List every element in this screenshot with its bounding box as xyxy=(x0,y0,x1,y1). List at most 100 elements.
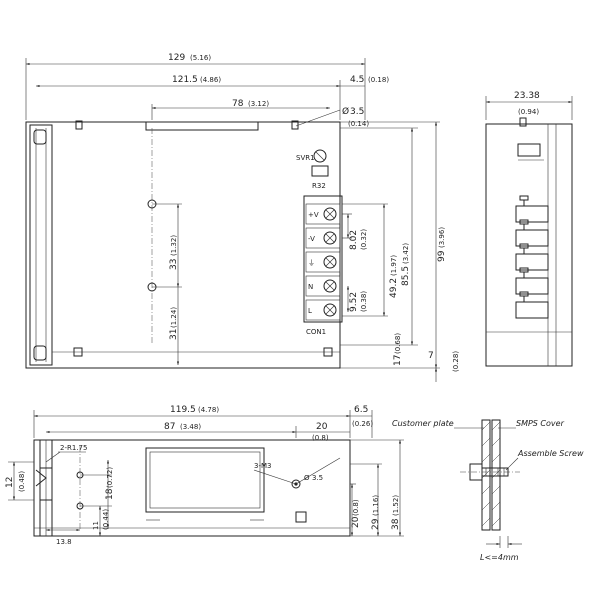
dim-vert-18-in: (0.72) xyxy=(106,467,114,488)
side-terminal-2 xyxy=(515,219,549,247)
dim-terminal-pitch: 8.02 xyxy=(349,230,359,250)
dim-bottom-hole-offset: 20 xyxy=(316,422,328,432)
dim-base-offset: 7 xyxy=(428,351,434,361)
dim-side-height: 12 xyxy=(5,477,15,488)
dim-base-offset-in: (0.28) xyxy=(452,351,460,372)
terminal-4: N xyxy=(305,275,341,297)
tab-left xyxy=(75,120,83,130)
dim-edge-offset: 4.5 xyxy=(350,75,364,85)
top-slot xyxy=(145,121,259,131)
terminal-label: L xyxy=(308,307,312,315)
terminal-label: N xyxy=(308,283,313,291)
top-view-outline xyxy=(25,121,341,369)
terminal-block xyxy=(303,195,343,323)
side-view-outline xyxy=(485,123,573,367)
dim-vert-20: 20 xyxy=(351,516,361,528)
bottom-view: 119.5 (4.78) 6.5 (0.26) 87 (3.48) 20 (0.… xyxy=(5,405,404,546)
terminal-label: +V xyxy=(308,211,319,219)
smps-cover-shape xyxy=(491,419,501,531)
callout-thread: 3-M3 xyxy=(254,462,271,470)
pot-ref: R32 xyxy=(312,182,326,190)
dim-bottom-edge-in: (0.26) xyxy=(352,420,373,428)
dim-horiz-13-8: 13.8 xyxy=(56,538,72,546)
label-assemble-screw: Assemble Screw xyxy=(517,449,584,458)
dim-vert-11: 11 xyxy=(92,521,100,530)
side-view: 23.38 (0.94) xyxy=(485,91,573,367)
terminal-2: -V xyxy=(305,227,341,249)
dim-bottom-edge: 6.5 xyxy=(354,405,368,415)
dim-vert-hole-span-in: (1.32) xyxy=(170,235,178,256)
dim-bottom-length: 119.5 xyxy=(170,405,196,415)
dim-vert-20-in: (0.8) xyxy=(352,499,360,516)
dim-bottom-length-in: (4.78) xyxy=(198,406,219,414)
dim-overall-length-in: (5.16) xyxy=(190,54,211,62)
terminal-screw-icon xyxy=(323,303,337,317)
dim-terminal-pitch-in: (0.32) xyxy=(360,229,368,250)
assembly-detail: Customer plate SMPS Cover Assemble Screw… xyxy=(392,419,584,562)
terminal-screw-icon xyxy=(323,231,337,245)
flange-slot-bottom xyxy=(33,345,47,361)
dim-overall-length: 129 xyxy=(168,53,185,63)
label-screw-length: L<=4mm xyxy=(480,553,519,562)
bottom-hole-prefix: Ø xyxy=(304,474,310,482)
callout-slot: 2-R1.75 xyxy=(60,444,87,452)
dim-vert-18: 18 xyxy=(105,488,115,500)
terminal-3: ⏚ xyxy=(305,251,341,273)
dim-terminal-span: 49.2 xyxy=(389,278,399,298)
terminal-label: ⏚ xyxy=(308,259,315,267)
svr-potentiometer xyxy=(313,149,327,163)
pot-label: SVR1 xyxy=(296,154,315,162)
bottom-cutout xyxy=(145,447,265,513)
dim-hole-prefix: Ø xyxy=(342,106,349,117)
dim-bottom-hole-span: 87 xyxy=(164,422,175,432)
terminal-5: L xyxy=(305,299,341,321)
bottom-hole-c xyxy=(291,479,301,489)
dim-side-width-in: (0.94) xyxy=(518,108,539,116)
bottom-boss xyxy=(295,511,307,523)
side-pot xyxy=(517,143,541,157)
top-view: SVR1 R32 +V-V⏚NL CON1 129 (5.16) 121.5 (… xyxy=(25,53,460,382)
side-terminal-3 xyxy=(515,243,549,271)
side-terminal-list xyxy=(515,195,549,319)
left-flange xyxy=(29,124,53,366)
flange-slot-top xyxy=(33,129,47,145)
dim-hole-dia-in: (0.14) xyxy=(348,120,369,128)
dim-bottom-offset: 17 xyxy=(393,355,403,366)
dim-vert-38: 38 xyxy=(391,518,401,530)
terminal-label: -V xyxy=(308,235,315,243)
dim-terminal-gap: 9.52 xyxy=(349,292,359,312)
terminal-screw-icon xyxy=(323,207,337,221)
side-terminal-5 xyxy=(515,291,549,319)
dim-overall-height-in: (3.96) xyxy=(438,227,446,248)
dim-mount-span-in: (4.86) xyxy=(200,76,221,84)
dim-slot-span: 78 xyxy=(232,99,244,109)
label-customer-plate: Customer plate xyxy=(392,419,454,428)
side-terminal-1 xyxy=(515,195,549,223)
dim-overall-height: 99 xyxy=(437,250,447,262)
dim-terminal-gap-in: (0.38) xyxy=(360,291,368,312)
dim-terminal-span-in: (1.97) xyxy=(390,255,398,276)
pot-base xyxy=(311,165,329,177)
dim-bottom-hole-span-in: (3.48) xyxy=(180,423,201,431)
connector-label: CON1 xyxy=(306,328,326,336)
dim-vert-hole-span: 33 xyxy=(169,259,179,270)
dim-bottom-hole-offset-in: (0.8) xyxy=(312,434,329,442)
terminal-1: +V xyxy=(305,203,341,225)
bottom-hole-dia: 3.5 xyxy=(312,474,323,482)
dim-edge-offset-in: (0.18) xyxy=(368,76,389,84)
dim-vert-38-in: (1.52) xyxy=(392,495,400,516)
dim-inner-height: 85.5 xyxy=(401,266,411,286)
dim-bottom-offset-in: (0.68) xyxy=(394,333,402,354)
dim-side-height-in: (0.48) xyxy=(18,471,26,492)
side-terminal-4 xyxy=(515,267,549,295)
dim-side-width: 23.38 xyxy=(514,91,540,101)
bottom-view-outline xyxy=(33,439,351,537)
dim-vert-hole-bottom: 31 xyxy=(169,329,179,340)
label-smps-cover: SMPS Cover xyxy=(516,419,565,428)
dim-vert-29-in: (1.16) xyxy=(372,495,380,516)
dim-vert-29: 29 xyxy=(371,518,381,530)
dim-slot-span-in: (3.12) xyxy=(248,100,269,108)
terminal-screw-icon xyxy=(323,255,337,269)
dim-vert-11-in: (0.44) xyxy=(102,509,110,530)
